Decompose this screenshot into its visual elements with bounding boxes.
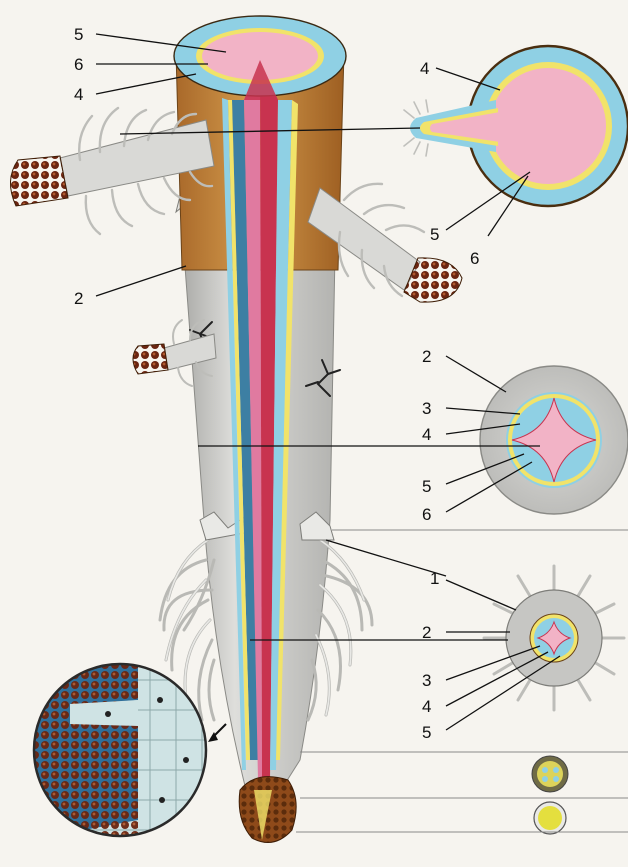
label-4-top-left: 4 <box>74 85 83 104</box>
label-2-middle: 2 <box>422 347 431 366</box>
label-2-lower: 2 <box>422 623 431 642</box>
magnified-cell-detail <box>32 662 208 838</box>
label-1-lower: 1 <box>430 569 439 588</box>
leader-lines <box>95 33 561 731</box>
arrow-icon <box>208 723 227 742</box>
label-4-top-right: 4 <box>420 59 429 78</box>
label-3-lower: 3 <box>422 671 431 690</box>
label-5-top-right: 5 <box>430 225 439 244</box>
label-4-lower: 4 <box>422 697 431 716</box>
label-5-top-left: 5 <box>74 25 83 44</box>
lateral-root-left-lower <box>132 319 217 387</box>
lateral-root-right <box>307 182 463 303</box>
small-section-lower <box>533 801 567 835</box>
main-root <box>158 15 374 843</box>
cross-section-middle <box>479 365 628 515</box>
stele-strips <box>222 60 298 780</box>
lateral-root-cap-right <box>403 257 463 303</box>
top-cross-section <box>173 15 347 100</box>
label-3-middle: 3 <box>422 399 431 418</box>
guide-lines <box>296 529 628 833</box>
label-2-left: 2 <box>74 289 83 308</box>
label-6-top-right: 6 <box>470 249 479 268</box>
cross-section-root-hair-zone <box>482 564 626 712</box>
label-6-middle: 6 <box>422 505 431 524</box>
label-5-middle: 5 <box>422 477 431 496</box>
number-labels: 5 6 4 4 5 6 2 2 3 4 5 6 1 2 3 4 5 <box>74 25 479 742</box>
label-5-lower: 5 <box>422 723 431 742</box>
cross-section-lateral-origin <box>403 44 628 208</box>
label-6-top-left: 6 <box>74 55 83 74</box>
lateral-root-left-upper <box>10 106 215 236</box>
lateral-root-cap-left <box>10 155 69 207</box>
small-section-upper <box>531 755 569 793</box>
label-4-middle: 4 <box>422 425 431 444</box>
